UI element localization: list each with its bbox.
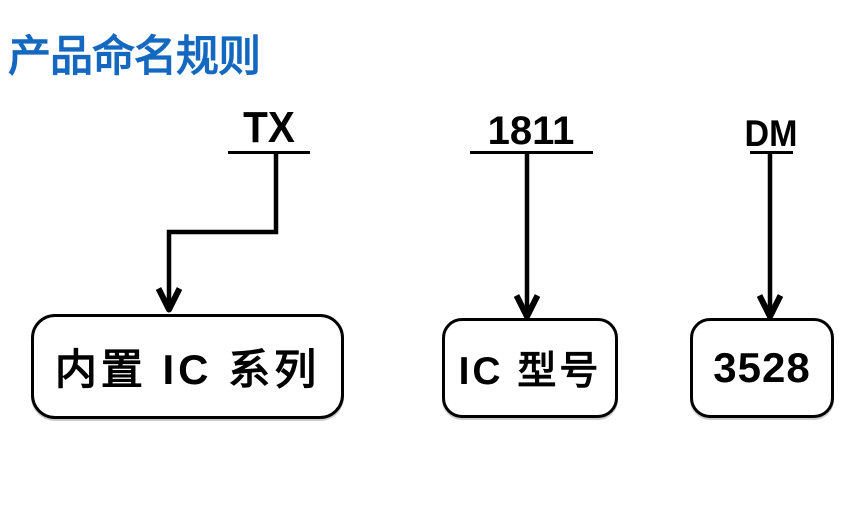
- box-3528: 3528: [690, 318, 834, 418]
- code-label-tx: TX: [243, 103, 295, 152]
- box-builtin-ic-series: 内置 IC 系列: [31, 314, 344, 419]
- box-builtin-ic-series-label: 内置 IC 系列: [54, 346, 321, 393]
- arrow-1811-to-model-box: [513, 154, 541, 320]
- arrow-tx-to-series-box: [155, 154, 279, 313]
- box-ic-model-label: IC 型号: [458, 350, 602, 393]
- code-label-dm: DM: [744, 113, 798, 154]
- box-3528-label: 3528: [713, 344, 811, 391]
- code-label-1811: 1811: [487, 109, 575, 153]
- arrow-dm-to-3528-box: [756, 152, 784, 320]
- page-title: 产品命名规则: [8, 34, 261, 81]
- code-underline-dm: [750, 151, 793, 154]
- code-underline-1811: [470, 151, 593, 154]
- box-ic-model: IC 型号: [442, 318, 618, 418]
- code-underline-tx: [228, 151, 310, 154]
